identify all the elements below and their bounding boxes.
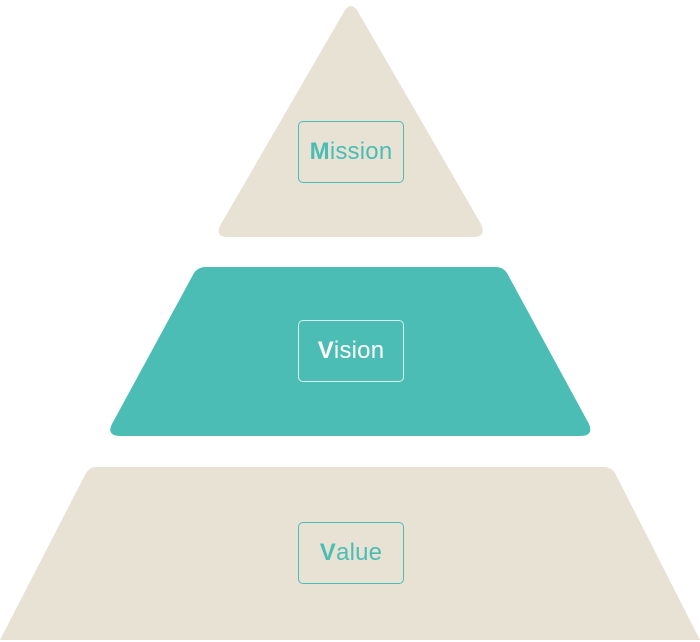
vision-tier-shape <box>110 267 591 436</box>
value-tier-shape <box>0 467 700 640</box>
vision-label-initial: V <box>317 337 334 364</box>
mission-label-rest: ission <box>329 138 393 165</box>
value-label-rest: alue <box>336 539 383 566</box>
value-label-initial: V <box>319 539 337 566</box>
mission-label-initial: M <box>309 138 330 165</box>
vision-label-rest: ision <box>333 337 385 364</box>
